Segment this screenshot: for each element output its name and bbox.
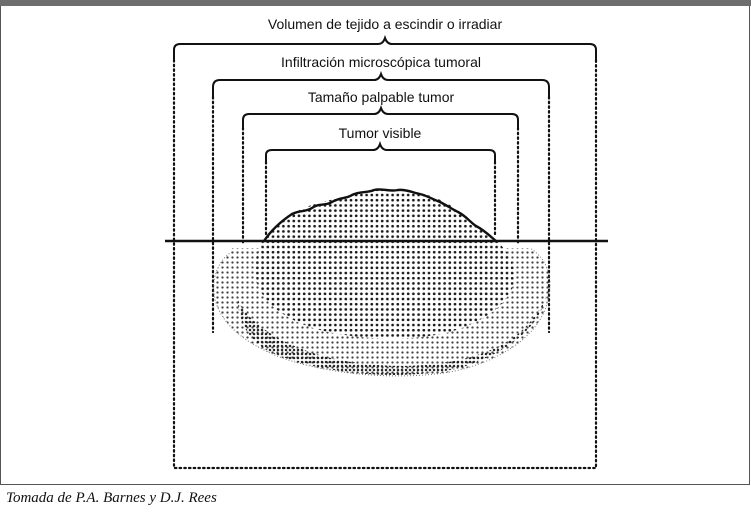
palpable-label: Tamaño palpable tumor: [308, 89, 455, 105]
visible-brace: [266, 144, 495, 164]
figure-caption: Tomada de P.A. Barnes y D.J. Rees: [6, 490, 217, 507]
infiltration-label: Infiltración microscópica tumoral: [281, 54, 481, 70]
volume-label: Volumen de tejido a escindir o irradiar: [268, 16, 503, 32]
visible-label: Tumor visible: [339, 125, 422, 141]
